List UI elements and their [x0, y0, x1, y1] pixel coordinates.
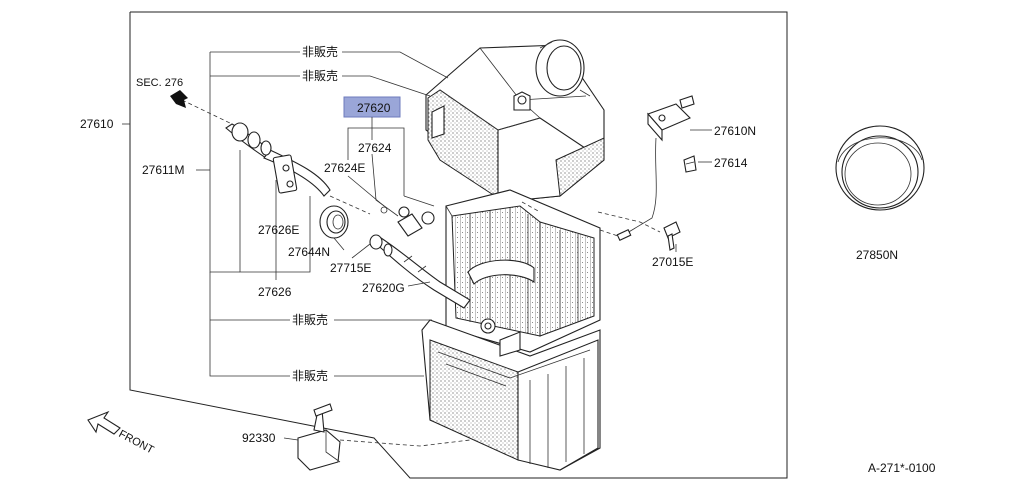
sec-arrow-icon [170, 90, 188, 108]
frame-outline [129, 11, 788, 479]
leader-lines [122, 51, 712, 441]
lower-case [421, 319, 601, 471]
label-27611m[interactable]: 27611M [142, 163, 184, 177]
pipe-assembly [225, 122, 471, 309]
label-27620[interactable]: 27620 [357, 101, 391, 115]
evaporator-core [445, 189, 601, 353]
not-for-sale-2: 非販売 [302, 68, 338, 83]
label-27620g[interactable]: 27620G [362, 281, 405, 295]
not-for-sale-1: 非販売 [302, 44, 338, 59]
label-27624e[interactable]: 27624E [324, 161, 365, 175]
label-27624[interactable]: 27624 [358, 141, 392, 155]
label-27614[interactable]: 27614 [714, 156, 748, 170]
label-27626[interactable]: 27626 [258, 285, 292, 299]
upper-housing [425, 39, 605, 201]
label-27715e[interactable]: 27715E [330, 261, 371, 275]
label-27644n[interactable]: 27644N [288, 245, 330, 259]
screw [663, 221, 681, 251]
not-for-sale-3: 非販売 [292, 312, 328, 327]
front-label: FRONT [117, 428, 156, 457]
grommet [319, 205, 349, 239]
label-92330[interactable]: 92330 [242, 431, 276, 445]
label-27850n[interactable]: 27850N [856, 248, 898, 262]
label-27610[interactable]: 27610 [80, 117, 114, 131]
expansion-valve [380, 206, 435, 237]
label-sec-276[interactable]: SEC. 276 [136, 77, 183, 89]
not-for-sale-4: 非販売 [292, 368, 328, 383]
drain-hose [297, 403, 341, 471]
label-27626e[interactable]: 27626E [258, 223, 299, 237]
ring-seal [835, 125, 925, 211]
figure-code: A-271*-0100 [868, 461, 936, 475]
clip [683, 155, 697, 173]
front-arrow-icon [87, 410, 121, 435]
dashed-guides [181, 99, 661, 447]
thermo-sensor [616, 95, 695, 241]
label-27015e[interactable]: 27015E [652, 255, 693, 269]
label-27610n[interactable]: 27610N [714, 124, 756, 138]
